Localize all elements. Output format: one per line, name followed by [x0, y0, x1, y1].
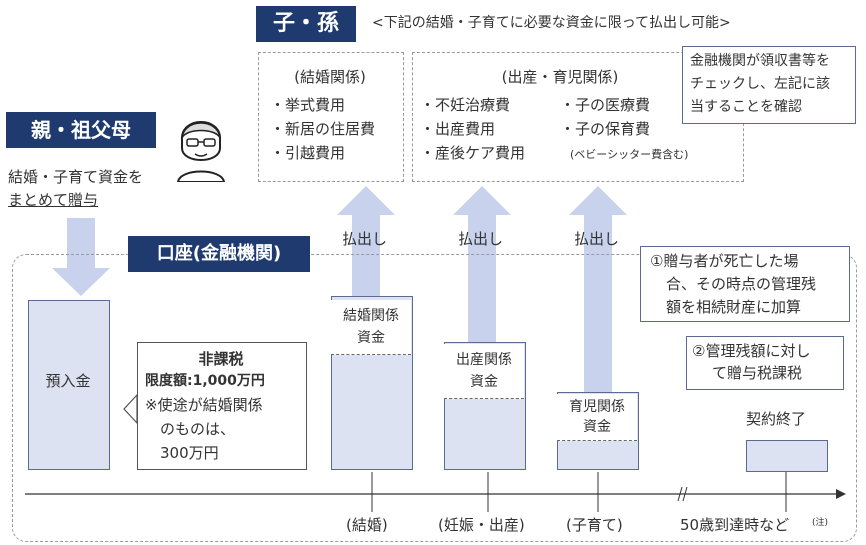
donor-death-note [640, 246, 850, 322]
tax-note-line: ※使途が結婚関係 [145, 396, 263, 414]
birth-box-title: (出産・育児関係) [501, 68, 619, 86]
childcare-item: ・子の医療費 [560, 96, 651, 114]
axis-break-mark [682, 486, 688, 502]
gift-down-arrow [52, 218, 110, 296]
marriage-fund-label: 資金 [357, 330, 385, 346]
deposit-bar [28, 300, 110, 470]
contract-end-bar [746, 440, 828, 472]
timeline-arrowhead [836, 489, 846, 499]
children-label: 子・孫 [256, 6, 356, 42]
timeline-label-pregnancy: (妊娠・出産) [438, 516, 525, 534]
birth-fund-label: 資金 [470, 374, 498, 390]
financial-note-line: チェックし、左記に該 [690, 76, 830, 92]
payout-label: 払出し [574, 230, 620, 248]
tax-note-line: のものは、 [160, 420, 236, 438]
childcare-item: (ベビーシッター費含む) [570, 148, 689, 161]
grandparent-figure [172, 108, 230, 183]
death-note-line: 合、その時点の管理残 [666, 275, 817, 293]
payout-arrow-birth [453, 186, 511, 342]
financial-check-note [682, 46, 856, 124]
marriage-expense-box [258, 52, 404, 182]
timeline-label-marriage: (結婚) [346, 516, 388, 534]
childcare-fund-label: 育児関係 [569, 399, 625, 415]
parents-gift-line: 結婚・子育て資金を [8, 168, 144, 186]
marriage-fund-label: 結婚関係 [343, 308, 399, 324]
death-note-line: 額を相続財産に加算 [666, 298, 802, 316]
axis-break-mark [677, 486, 683, 502]
parents-label: 親・祖父母 [6, 112, 156, 148]
tax-exemption-box [137, 342, 307, 470]
contract-end-label: 契約終了 [746, 410, 807, 428]
account-label: 口座(金融機関) [128, 236, 310, 272]
withdrawal-note: <下記の結婚・子育てに必要な資金に限って払出し可能> [372, 15, 731, 31]
grandparent-icon [176, 121, 226, 183]
payout-arrow-childcare [569, 186, 627, 398]
birth-item: ・不妊治療費 [420, 96, 511, 114]
parents-gift-line: まとめて贈与 [8, 191, 99, 209]
marriage-fund-label-box [331, 300, 411, 355]
payout-label: 払出し [458, 230, 504, 248]
birth-fund-label-box [444, 344, 524, 399]
payout-arrow-marriage [337, 186, 395, 296]
residual-tax-note [686, 336, 844, 390]
childcare-fund-label-box [557, 394, 637, 441]
residual-note-line: て贈与税課税 [712, 364, 803, 382]
deposit-label: 預入金 [45, 372, 91, 390]
marriage-item: ・新居の住居費 [270, 120, 376, 138]
timeline-label-childcare: (子育て) [566, 516, 623, 534]
financial-note-line: 当することを確認 [690, 99, 802, 115]
timeline-label-age50: 50歳到達時など [680, 516, 790, 534]
marriage-item: ・引越費用 [270, 144, 346, 162]
birth-item: ・出産費用 [420, 120, 496, 138]
marriage-item: ・挙式費用 [270, 96, 346, 114]
tax-note-line: 300万円 [160, 444, 219, 462]
footnote-mark: (注) [812, 518, 829, 528]
birth-item: ・産後ケア費用 [420, 144, 526, 162]
financial-note-line: 金融機関が領収書等を [690, 53, 830, 69]
childcare-item: ・子の保育費 [560, 120, 651, 138]
residual-note-line: ②管理残額に対し [692, 342, 811, 360]
tax-limit: 限度額:1,000万円 [145, 373, 265, 389]
birth-fund-label: 出産関係 [456, 352, 512, 368]
marriage-box-title: (結婚関係) [294, 68, 366, 86]
tax-title: 非課税 [198, 350, 244, 368]
death-note-line: ①贈与者が死亡した場 [650, 252, 799, 270]
childcare-fund-label: 資金 [583, 419, 611, 435]
account-region [12, 254, 857, 542]
payout-label: 払出し [342, 230, 388, 248]
